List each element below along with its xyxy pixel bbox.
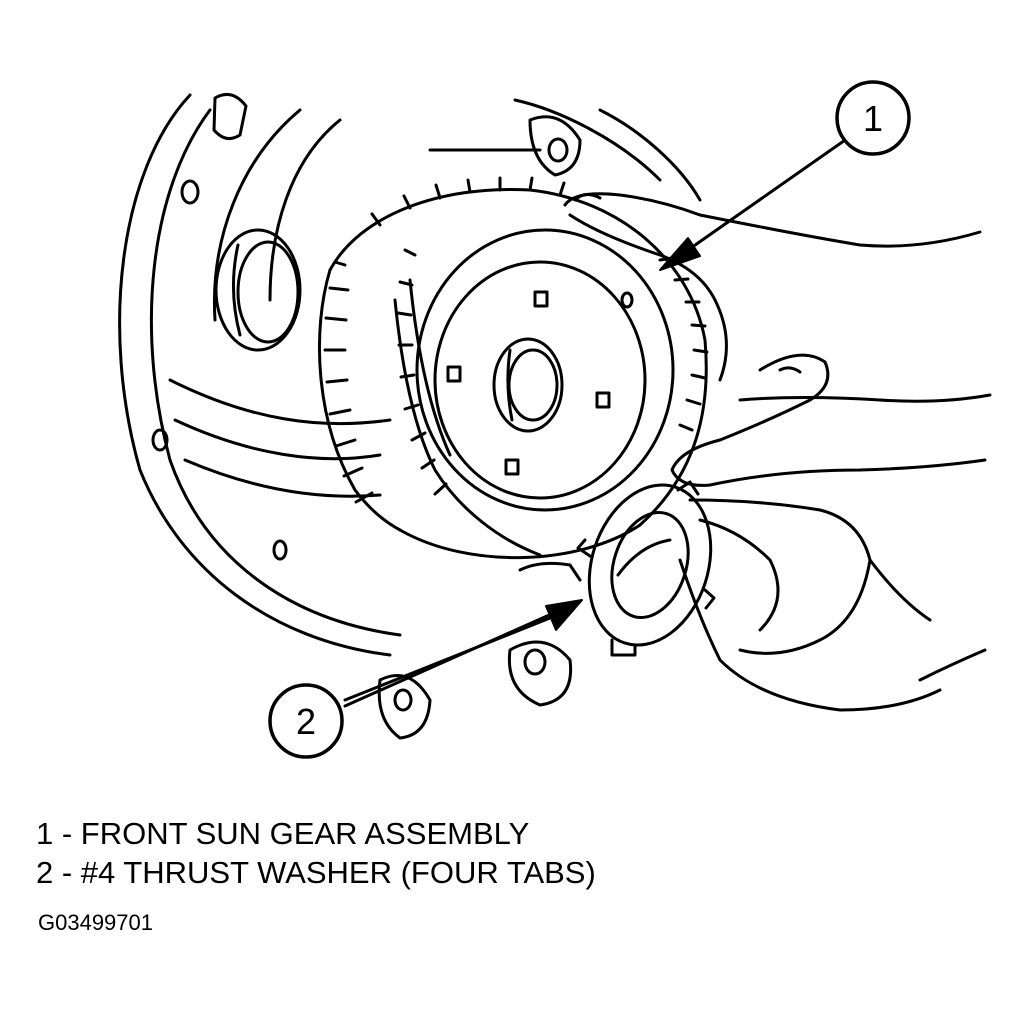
hands	[518, 192, 992, 712]
callout-2: 2	[268, 683, 344, 759]
front-sun-gear-assembly	[317, 176, 709, 560]
diagram-illustration: 1 2	[118, 80, 992, 759]
callout-1-number: 1	[863, 98, 883, 139]
leader-arrow-2	[343, 599, 583, 708]
callout-1: 1	[835, 80, 911, 156]
callout-2-number: 2	[296, 701, 316, 742]
thrust-washer	[576, 480, 716, 657]
figure-code: G03499701	[38, 910, 153, 935]
case-bore	[214, 228, 302, 352]
legend-item-2: 2 - #4 THRUST WASHER (FOUR TABS)	[36, 855, 596, 890]
leader-arrow-1	[659, 136, 850, 271]
legend-item-1: 1 - FRONT SUN GEAR ASSEMBLY	[36, 816, 530, 851]
transmission-case	[118, 92, 702, 740]
